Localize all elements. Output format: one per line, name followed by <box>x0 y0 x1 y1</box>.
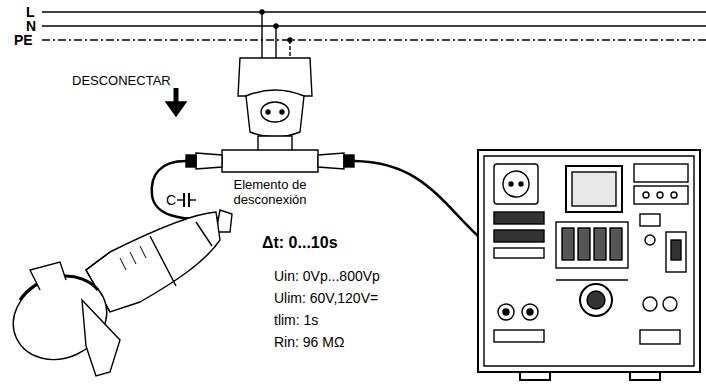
line-name: N <box>26 18 36 34</box>
line-name: PE <box>14 32 33 48</box>
part-name: Elemento de desconexión <box>222 178 318 208</box>
spec-value: Δt: 0...10s <box>262 234 338 252</box>
component-symbol: C <box>166 192 176 208</box>
spec-value: Ulim: 60V,120V= <box>274 290 378 306</box>
spec-value: Uin: 0Vp...800Vp <box>274 268 380 284</box>
spec-value: tlim: 1s <box>274 312 318 328</box>
spec-value: Rin: 96 MΩ <box>274 334 344 350</box>
action-label: DESCONECTAR <box>72 74 171 89</box>
line-name: L <box>26 4 35 20</box>
